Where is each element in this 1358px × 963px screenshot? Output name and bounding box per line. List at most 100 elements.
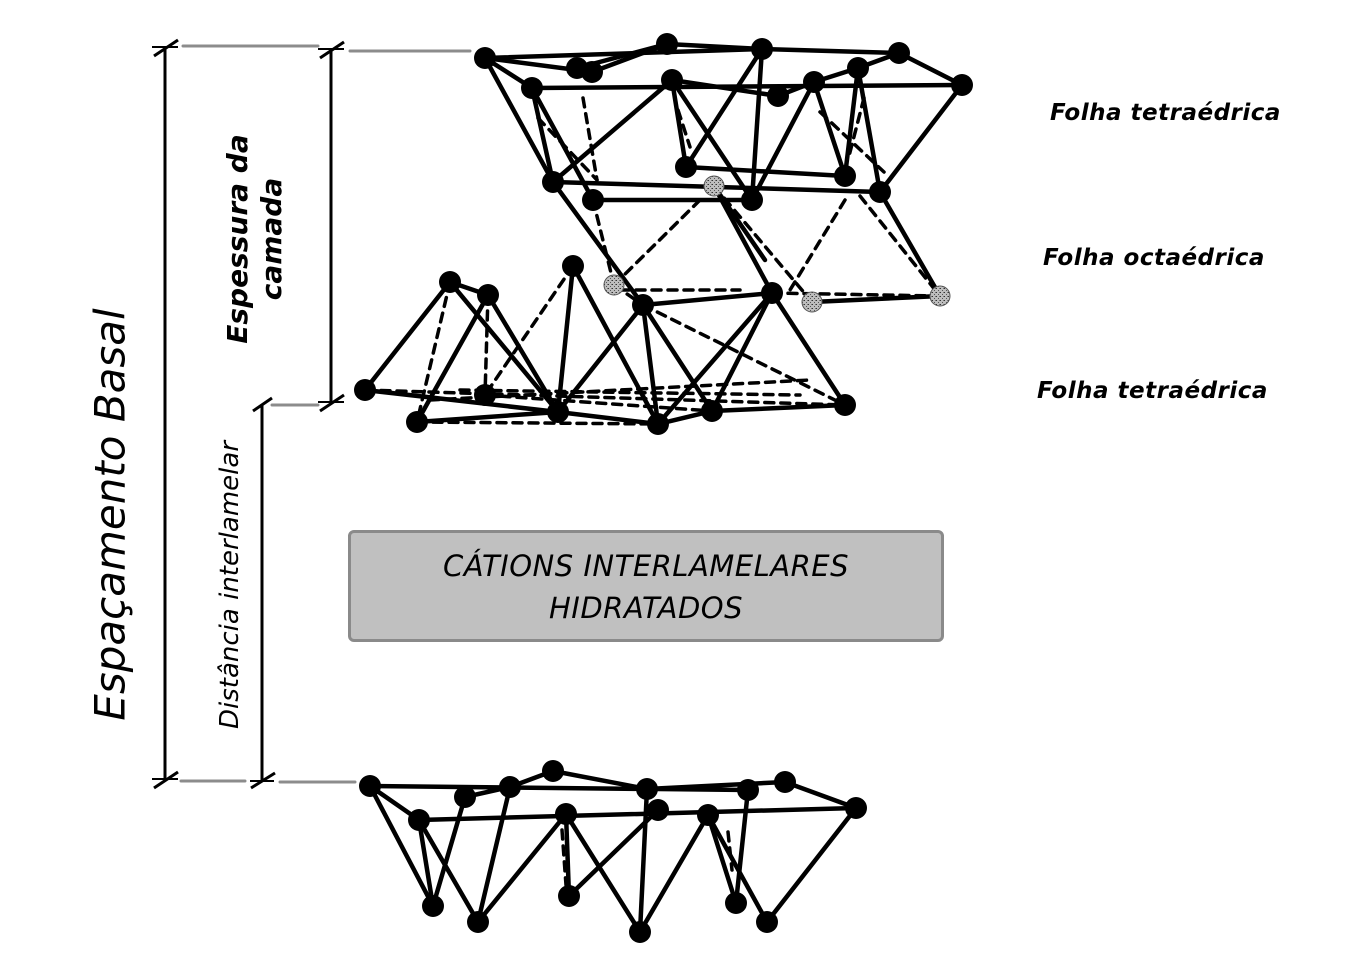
bond — [482, 55, 556, 185]
oxygen-atom — [701, 400, 723, 422]
bond — [563, 811, 643, 935]
bond — [664, 41, 765, 52]
bond — [669, 77, 689, 170]
label-top-tetrahedral-sheet: Folha tetraédrica — [1050, 100, 1281, 126]
hidden-bond — [415, 420, 660, 426]
tick-mark — [252, 396, 273, 413]
oxygen-atom — [675, 156, 697, 178]
oxygen-atom — [834, 165, 856, 187]
oxygen-atom — [951, 74, 973, 96]
oxygen-atom — [354, 379, 376, 401]
hidden-bond — [536, 116, 599, 182]
hidden-bond — [483, 264, 575, 397]
bond — [764, 805, 859, 925]
oxygen-atom — [474, 384, 496, 406]
oxygen-atom — [661, 69, 683, 91]
oxygen-atom — [499, 776, 521, 798]
oxygen-atom — [422, 895, 444, 917]
octahedral-cation — [801, 291, 823, 313]
oxygen-atom — [474, 47, 496, 69]
oxygen-atom — [636, 778, 658, 800]
label-layer-thickness-line2: camada — [255, 177, 288, 301]
bond — [475, 811, 569, 925]
bond — [705, 812, 739, 906]
bond — [430, 794, 468, 909]
hidden-bond — [712, 184, 814, 304]
bond — [877, 189, 943, 299]
bond — [711, 183, 768, 263]
oxygen-atom — [632, 294, 654, 316]
oxygen-atom — [741, 189, 763, 211]
oxygen-atom — [439, 271, 461, 293]
oxygen-atom — [547, 401, 569, 423]
bond — [733, 787, 751, 906]
bond — [362, 279, 453, 393]
label-basal-spacing: Espaçamento Basal — [85, 308, 135, 721]
oxygen-atom — [582, 189, 604, 211]
hidden-bond — [676, 108, 692, 149]
bond — [563, 811, 572, 899]
octahedral-cation — [703, 175, 725, 197]
label-layer-thickness: Espessura da camada — [221, 129, 289, 349]
oxygen-atom — [803, 71, 825, 93]
bond — [529, 82, 965, 91]
bond — [414, 409, 561, 425]
oxygen-atom — [888, 42, 910, 64]
bond — [842, 65, 861, 179]
oxygen-atom — [477, 284, 499, 306]
oxygen-atom — [521, 77, 543, 99]
oxygen-atom — [562, 255, 584, 277]
bond — [896, 50, 965, 88]
bond — [416, 817, 436, 909]
oxygen-atom — [647, 413, 669, 435]
bond — [669, 77, 755, 203]
oxygen-atom — [542, 760, 564, 782]
cations-line-2: HIDRATADOS — [548, 591, 744, 625]
interlayer-cations-box: CÁTIONS INTERLAMELARES HIDRATADOS — [348, 530, 944, 642]
oxygen-atom — [555, 803, 577, 825]
bond — [555, 302, 646, 415]
oxygen-atom — [761, 282, 783, 304]
oxygen-atom — [834, 394, 856, 416]
oxygen-atom — [406, 411, 428, 433]
oxygen-atom — [774, 771, 796, 793]
bond — [550, 179, 646, 308]
oxygen-atom — [629, 921, 651, 943]
bond — [550, 768, 650, 792]
hidden-bond — [560, 828, 568, 887]
label-bottom-tetrahedral-sheet: Folha tetraédrica — [1037, 378, 1268, 404]
oxygen-atom — [725, 892, 747, 914]
bond — [759, 46, 902, 56]
bond — [769, 290, 848, 408]
oxygen-atom — [751, 38, 773, 60]
bond — [877, 82, 965, 195]
oxygen-atom — [756, 911, 778, 933]
oxygen-atom — [408, 809, 430, 831]
oxygen-atom — [647, 799, 669, 821]
hidden-bond — [858, 194, 942, 298]
oxygen-atom — [656, 33, 678, 55]
bond — [555, 409, 661, 427]
label-octahedral-sheet: Folha octaédrica — [1043, 245, 1265, 271]
bond — [640, 290, 775, 308]
label-interlayer-distance: Distância interlamelar — [215, 440, 245, 730]
label-layer-thickness-line1: Espessura da — [221, 134, 254, 344]
oxygen-atom — [359, 775, 381, 797]
bond — [555, 263, 576, 415]
bond — [782, 779, 859, 811]
oxygen-atom — [697, 804, 719, 826]
hidden-bond — [591, 198, 616, 287]
solid-bonds — [362, 41, 965, 935]
bond — [416, 805, 859, 823]
bond — [655, 290, 775, 427]
bond — [644, 779, 788, 792]
oxygen-atom — [581, 61, 603, 83]
bond — [416, 817, 481, 925]
bond — [811, 79, 848, 179]
hidden-bond — [483, 293, 490, 397]
atoms — [354, 33, 973, 943]
bond — [367, 783, 751, 793]
bond — [683, 46, 765, 170]
